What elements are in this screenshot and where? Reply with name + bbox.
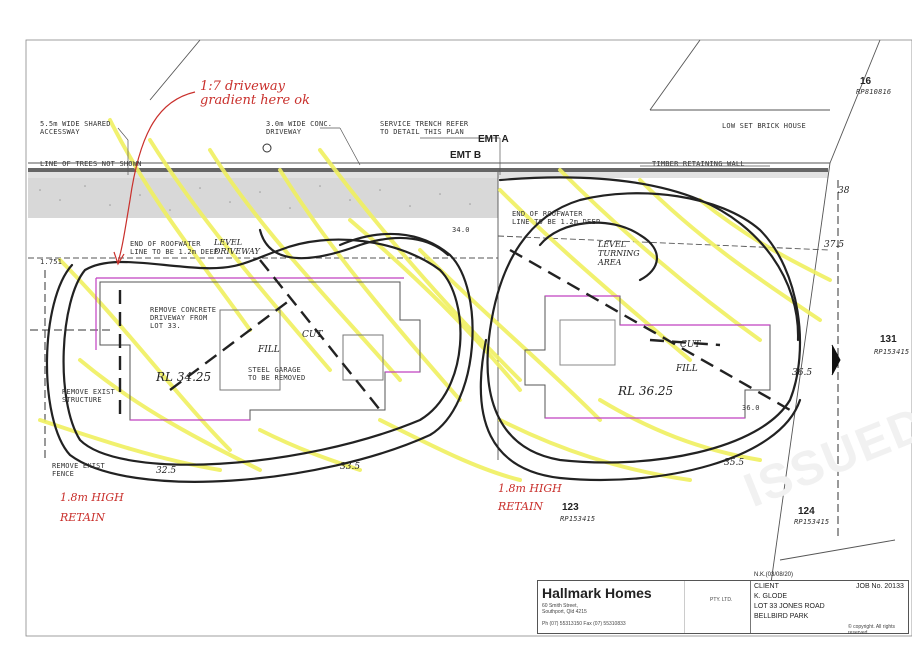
- revision-note: N.K.(03/08/20): [754, 572, 794, 578]
- lot-131-number: 131: [880, 334, 897, 345]
- lot-16-number: 16: [860, 76, 872, 87]
- title-block: Hallmark Homes 60 Smith Street, Southpor…: [537, 572, 909, 636]
- leader-lines: [117, 127, 770, 175]
- client-label: CLIENT: [754, 583, 779, 590]
- lot-address: LOT 33 JONES ROAD: [754, 603, 825, 610]
- retain-right-note: 1.8m HIGH RETAIN: [498, 482, 562, 513]
- rl-right-note: RL 36.25: [618, 384, 674, 398]
- gradient-note: 1:7 driveway gradient here ok: [200, 79, 310, 108]
- lot-123-plan: RP153415: [560, 515, 596, 523]
- contour-32-5: 32.5: [156, 466, 177, 476]
- gradient-arrow: [117, 91, 196, 263]
- house-left-outline: [95, 277, 421, 421]
- suburb: BELLBIRD PARK: [754, 613, 809, 620]
- level-left-label: 1.751: [40, 258, 63, 266]
- remove-structure-label: REMOVE EXIST STRUCTURE: [62, 388, 115, 404]
- rl-left-note: RL 34.25: [156, 370, 212, 384]
- emt-b-label: EMT B: [450, 150, 482, 161]
- company-address: 60 Smith Street, Southport, Qld 4215: [542, 603, 587, 615]
- lot-124-number: 124: [798, 506, 815, 517]
- remove-fence-label: REMOVE EXIST FENCE: [52, 462, 105, 478]
- access-strip: [28, 168, 828, 218]
- steel-garage-label: STEEL GARAGE TO BE REMOVED: [248, 366, 306, 382]
- company-phone: Ph (07) 55313150 Fax (07) 55310833: [542, 621, 626, 627]
- contour-35-5: 35.5: [724, 458, 745, 468]
- copyright: © copyright. All rights reserved.: [848, 624, 896, 636]
- lot-124-plan: RP153415: [794, 518, 830, 526]
- roof-water-right-label: END OF ROOFWATER LINE TO BE 1.2m DEEP: [512, 210, 601, 226]
- company-name: Hallmark Homes: [542, 585, 652, 601]
- contour-33-5: 33.5: [340, 462, 361, 472]
- service-trench-label: SERVICE TRENCH REFER TO DETAIL THIS PLAN: [380, 120, 469, 136]
- low-set-house-label: LOW SET BRICK HOUSE: [722, 122, 806, 130]
- remove-driveway-label: REMOVE CONCRETE DRIVEWAY FROM LOT 33.: [150, 306, 217, 330]
- concrete-driveway-label: 3.0m WIDE CONC. DRIVEWAY: [266, 120, 333, 136]
- lot-16-plan: RP810816: [856, 88, 892, 96]
- lot-131-plan: RP153415: [874, 348, 910, 356]
- roof-water-left-label: END OF ROOFWATER LINE TO BE 1.2m DEEP: [130, 240, 219, 256]
- drawing-border: [25, 39, 912, 637]
- retaining-wall-loops: [45, 176, 802, 483]
- lot-123-number: 123: [562, 502, 579, 513]
- retain-left-note: 1.8m HIGH RETAIN: [60, 491, 124, 524]
- contour-34: 34.0: [452, 226, 470, 234]
- north-arrow-icon: [831, 344, 841, 376]
- client-name: K. GLODE: [754, 593, 788, 600]
- cut-left-note: CUT: [302, 330, 323, 340]
- contour-37-5: 37.5: [824, 240, 845, 250]
- cut-right-note: CUT: [680, 340, 701, 350]
- line-of-trees-label: LINE OF TREES NOT SHOWN: [40, 160, 142, 168]
- contour-38: 38: [838, 186, 850, 196]
- house-right-outline: [524, 295, 771, 419]
- job-number: JOB No. 20133: [856, 583, 904, 590]
- fill-right-note: FILL: [676, 364, 698, 374]
- level-turning-note: LEVEL TURNING AREA: [598, 240, 640, 267]
- company-pty: PTY. LTD.: [710, 597, 733, 603]
- cut-fill-dashes: [118, 248, 791, 420]
- stipple-dots: [39, 185, 471, 211]
- contour-36-5: 36.5: [792, 368, 813, 378]
- service-pit-symbol: [262, 143, 272, 153]
- emt-a-label: EMT A: [478, 134, 509, 145]
- timber-wall-label: TIMBER RETAINING WALL: [652, 160, 745, 168]
- fill-left-note: FILL: [258, 345, 280, 355]
- shared-accessway-label: 5.5m WIDE SHARED ACCESSWAY: [40, 120, 111, 136]
- contour-36: 36.0: [742, 404, 760, 412]
- level-driveway-note: LEVEL DRIVEWAY: [214, 238, 260, 256]
